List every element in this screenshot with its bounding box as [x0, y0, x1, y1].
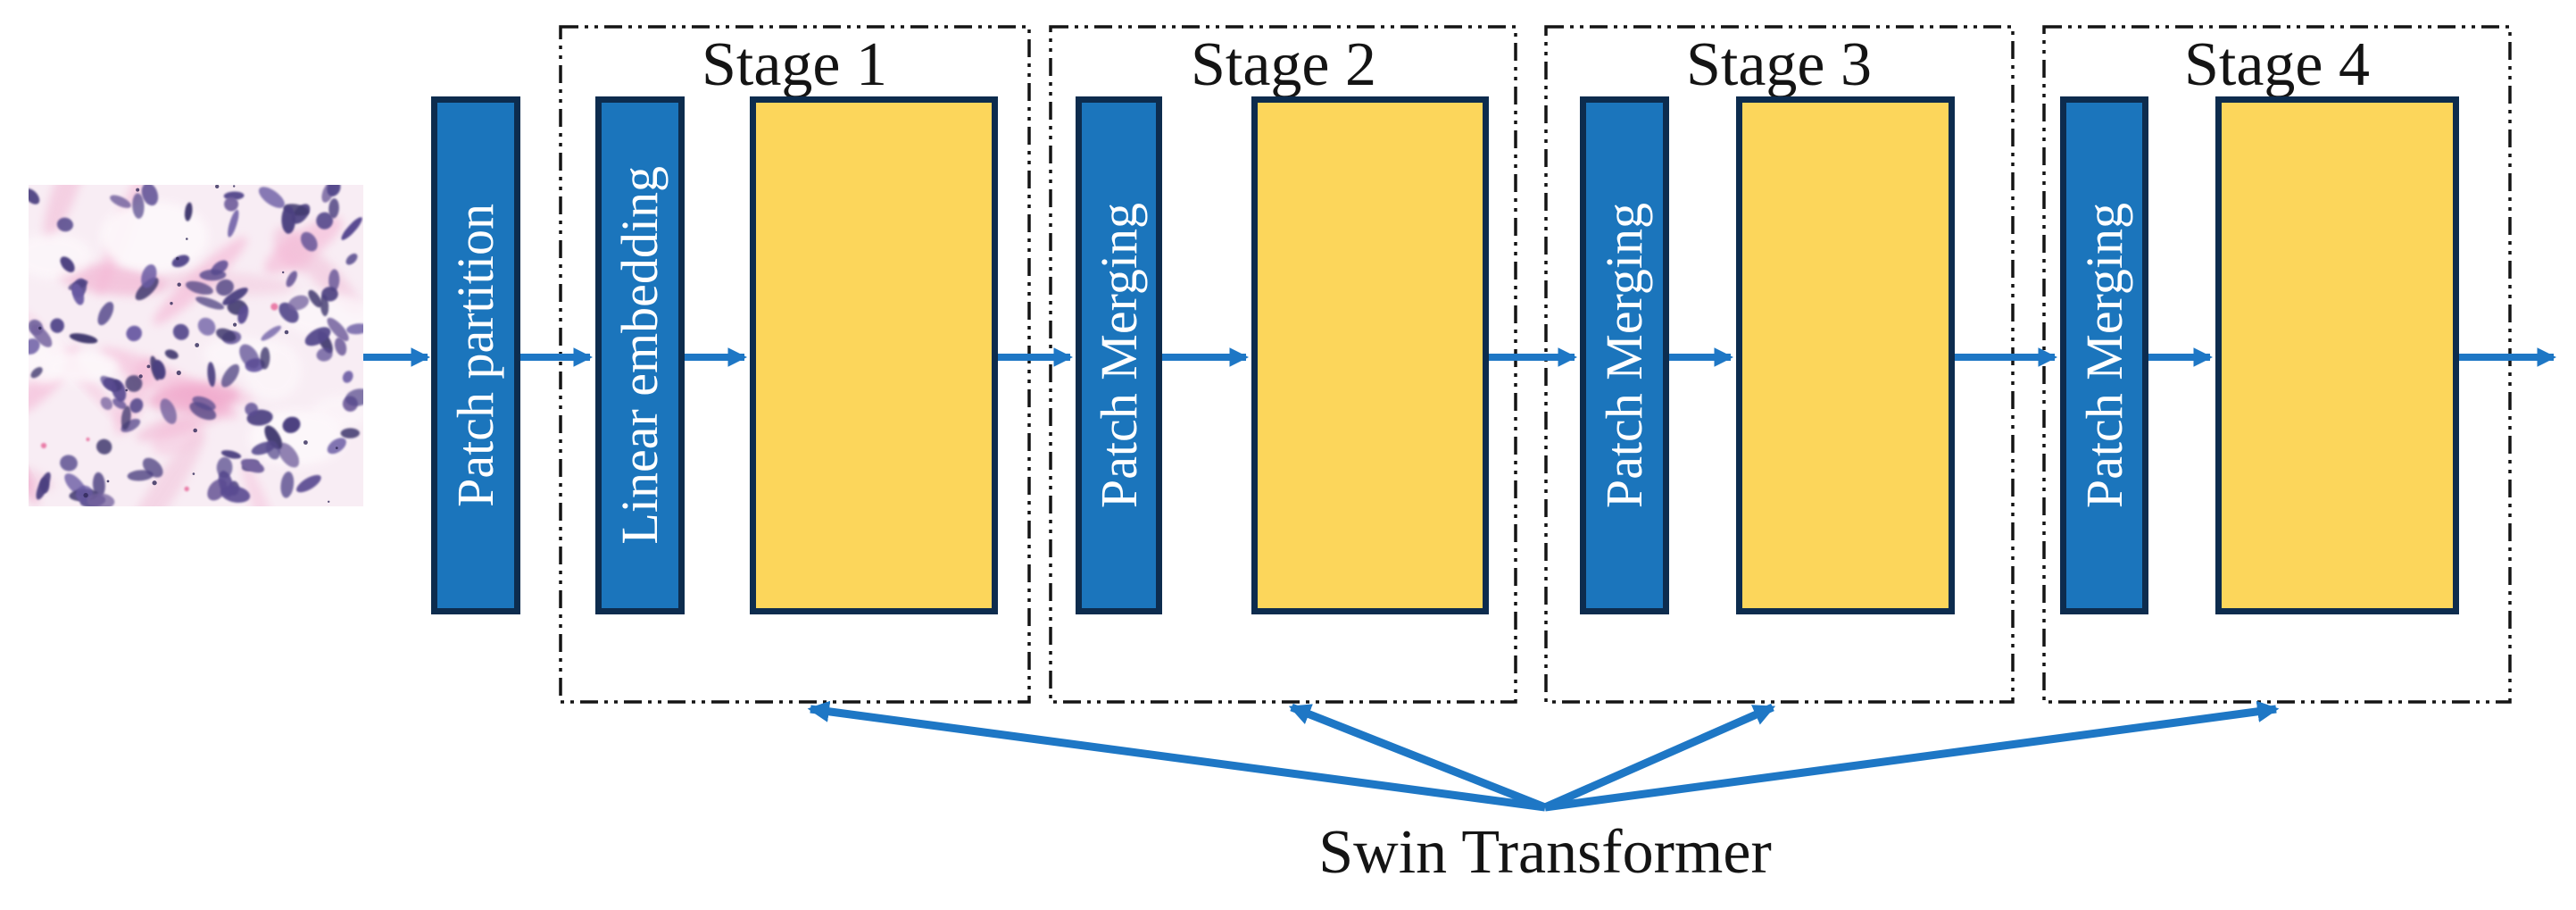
patch-merging-label-stage3: Patch Merging	[1595, 202, 1653, 509]
linear-embedding-label: Linear embedding	[611, 166, 669, 545]
stage-2-boundary	[1049, 25, 1517, 704]
stage-4-title: Stage 4	[2183, 30, 2371, 99]
swin-transformer-blocks-stage2	[1251, 96, 1489, 614]
swin-pointer-arrow-stage-1	[807, 700, 1546, 812]
stage-2-title: Stage 2	[1190, 30, 1377, 99]
swin-transformer-blocks-stage3	[1736, 96, 1955, 614]
linear-embedding-block: Linear embedding	[595, 96, 685, 614]
patch-merging-block-stage4: Patch Merging	[2060, 96, 2148, 614]
swin-pointer-arrow-stage-4	[1544, 700, 2280, 812]
patch-merging-label-stage4: Patch Merging	[2074, 202, 2133, 509]
patch-merging-block-stage3: Patch Merging	[1580, 96, 1669, 614]
stage-3-boundary	[1544, 25, 2015, 704]
stage-1-title: Stage 1	[701, 30, 888, 99]
swin-pointer-arrow-stage-2	[1288, 703, 1547, 812]
patch-partition-label: Patch partition	[446, 204, 504, 507]
patch-merging-label-stage2: Patch Merging	[1089, 202, 1148, 509]
swin-transformer-caption: Swin Transformer	[1318, 818, 1772, 887]
patch-partition-block: Patch partition	[431, 96, 520, 614]
stage-3-title: Stage 3	[1685, 30, 1873, 99]
swin-transformer-blocks-stage1	[750, 96, 998, 614]
histopathology-input-image	[29, 185, 363, 506]
swin-transformer-blocks-stage4	[2215, 96, 2459, 614]
swin-pointer-arrow-stage-3	[1543, 703, 1776, 812]
patch-merging-block-stage2: Patch Merging	[1076, 96, 1162, 614]
stage-1-boundary	[559, 25, 1031, 704]
